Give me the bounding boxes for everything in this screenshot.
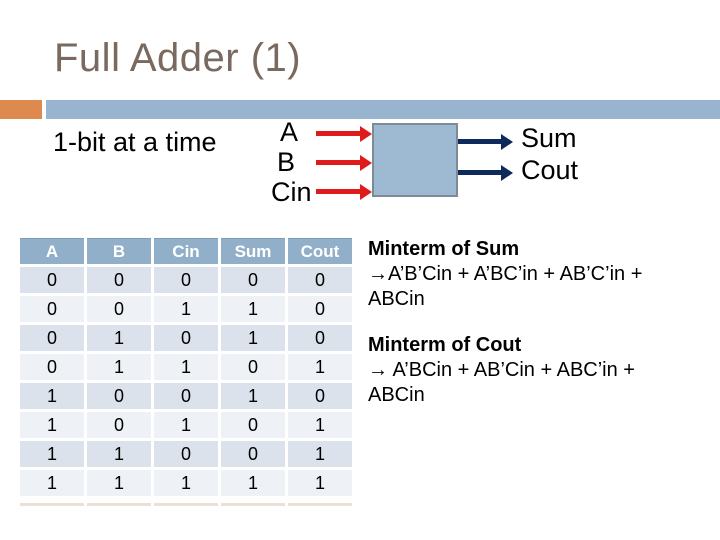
table-cell: 0 [221,441,285,467]
diagram-output-label-cout: Cout [521,155,579,185]
output-arrow-cout-icon [458,170,501,175]
table-cell: 1 [221,470,285,496]
table-bottom-border-segment [87,503,151,506]
table-cell: 0 [154,383,218,409]
minterm-sum-block: Minterm of Sum →A’B’Cin + A’BC’in + AB’C… [368,237,708,312]
table-cell: 0 [154,267,218,293]
table-cell: 0 [87,383,151,409]
table-cell: 0 [20,354,84,380]
table-bottom-border [20,503,352,506]
table-cell: 1 [288,441,352,467]
table-cell: 1 [20,470,84,496]
table-cell: 1 [87,354,151,380]
table-cell: 1 [87,470,151,496]
table-cell: 1 [154,296,218,322]
table-bottom-border-segment [221,503,285,506]
table-cell: 0 [221,412,285,438]
table-bottom-border-segment [154,503,218,506]
table-bottom-border-segment [20,503,84,506]
table-cell: 0 [87,412,151,438]
diagram-output-label-sum: Sum [521,123,577,153]
table-cell: 0 [288,325,352,351]
table-cell: 1 [154,412,218,438]
table-header-cell: Sum [221,238,285,264]
minterm-sum-expression-line1: →A’B’Cin + A’BC’in + AB’C’in + [368,263,643,285]
diagram-input-label-a: A [280,117,299,147]
table-cell: 1 [20,441,84,467]
table-cell: 1 [288,470,352,496]
table-cell: 1 [154,470,218,496]
table-bottom-border-segment [288,503,352,506]
table-cell: 0 [20,325,84,351]
minterm-sum-expression-line2: ABCin [368,288,425,310]
table-cell: 0 [154,325,218,351]
table-cell: 0 [87,267,151,293]
minterm-cout-block: Minterm of Cout → A’BCin + AB’Cin + ABC’… [368,333,708,408]
table-cell: 0 [20,296,84,322]
minterm-cout-heading: Minterm of Cout [368,334,522,356]
table-cell: 1 [154,354,218,380]
input-arrow-b-icon [316,160,360,165]
accent-bar-orange [0,100,42,119]
slide-title: Full Adder (1) [54,36,302,80]
minterm-sum-heading: Minterm of Sum [368,238,520,260]
accent-bar-blue [46,100,720,119]
table-cell: 1 [288,354,352,380]
table-cell: 0 [288,383,352,409]
minterm-cout-expression-line2: ABCin [368,384,425,406]
diagram-input-label-b: B [277,147,296,177]
full-adder-block [372,123,458,197]
minterms-panel: Minterm of Sum →A’B’Cin + A’BC’in + AB’C… [368,237,708,408]
diagram-input-label-cin: Cin [271,177,312,207]
table-header-cell: A [20,238,84,264]
table-cell: 0 [221,354,285,380]
input-arrow-a-icon [316,131,360,136]
table-cell: 1 [288,412,352,438]
table-cell: 1 [221,325,285,351]
output-arrow-sum-icon [458,139,501,144]
table-header-cell: Cout [288,238,352,264]
input-arrow-cin-icon [316,189,360,194]
table-cell: 1 [221,296,285,322]
table-header-cell: B [87,238,151,264]
table-cell: 1 [20,412,84,438]
table-cell: 1 [221,383,285,409]
table-cell: 0 [288,296,352,322]
table-cell: 0 [288,267,352,293]
minterm-cout-expression-line1: → A’BCin + AB’Cin + ABC’in + [368,359,635,381]
table-cell: 0 [221,267,285,293]
table-header-cell: Cin [154,238,218,264]
table-cell: 0 [154,441,218,467]
table-cell: 1 [87,325,151,351]
subtitle: 1-bit at a time [53,127,217,157]
table-cell: 0 [20,267,84,293]
table-cell: 1 [87,441,151,467]
table-cell: 0 [87,296,151,322]
table-cell: 1 [20,383,84,409]
